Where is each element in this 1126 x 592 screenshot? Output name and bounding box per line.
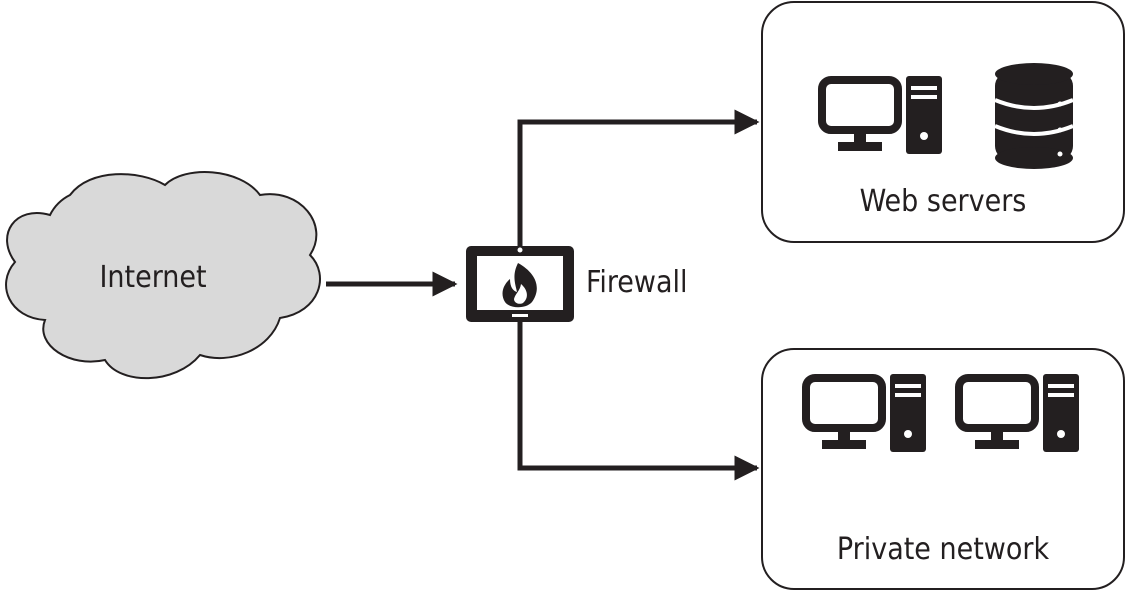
web-servers-box (761, 1, 1125, 243)
private-network-label: Private network (837, 532, 1050, 567)
cloud-icon (5, 171, 321, 380)
connector-firewall-to-private-network (517, 322, 760, 481)
internet-node: Internet (5, 171, 321, 380)
connector-firewall-to-web-servers (517, 109, 760, 246)
internet-label: Internet (99, 260, 206, 295)
web-servers-label: Web servers (860, 184, 1027, 219)
database-icon (994, 63, 1074, 169)
web-servers-node: Web servers (761, 1, 1125, 243)
flame-icon (502, 263, 537, 308)
firewall-node: Firewall (466, 246, 688, 322)
private-network-node: Private network (761, 348, 1125, 590)
firewall-monitor-icon (466, 246, 574, 322)
firewall-label: Firewall (586, 265, 688, 300)
